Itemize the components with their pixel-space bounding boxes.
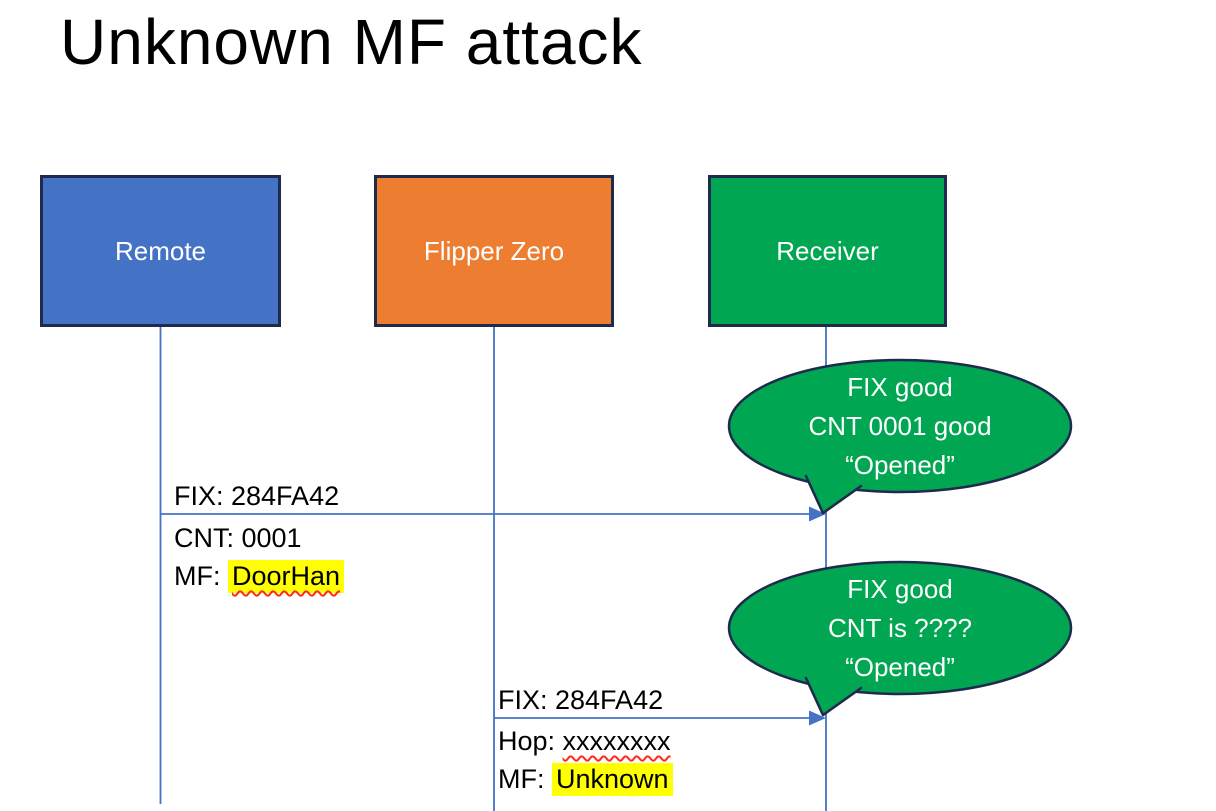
message-1-mf-value-highlighted: DoorHan (228, 560, 345, 593)
actor-label-remote: Remote (114, 235, 207, 266)
message-2-hop-prefix: Hop: (498, 726, 563, 756)
message-2-detail-labels: Hop: xxxxxxxx MF: Unknown (498, 722, 673, 798)
callout-2-text: FIX good CNT is ???? “Opened” (729, 570, 1071, 687)
actor-box-remote: Remote (40, 175, 281, 327)
message-1-detail-labels: CNT: 0001 MF: DoorHan (174, 519, 345, 595)
message-1-fix-label: FIX: 284FA42 (174, 481, 340, 511)
callout-1-line-2: CNT 0001 good (808, 411, 992, 441)
actor-box-receiver: Receiver (708, 175, 947, 327)
message-2-mf-prefix: MF: (498, 764, 552, 794)
message-2-hop-value: xxxxxxxx (562, 726, 671, 756)
actor-label-receiver: Receiver (776, 235, 879, 266)
message-arrow-2-arrowhead-icon (809, 710, 826, 726)
page-title: Unknown MF attack (60, 6, 643, 78)
actor-box-flipper-zero: Flipper Zero (374, 175, 614, 327)
message-2-mf-label: MF: Unknown (498, 760, 673, 798)
callout-2-line-3: “Opened” (845, 652, 955, 682)
message-1-mf-prefix: MF: (174, 561, 228, 591)
callout-2-line-2: CNT is ???? (827, 613, 973, 643)
callout-1-line-1: FIX good (847, 372, 953, 402)
message-2-fix-label: FIX: 284FA42 (498, 685, 664, 715)
message-2-hop-label: Hop: xxxxxxxx (498, 722, 673, 760)
callout-2-line-1: FIX good (847, 574, 953, 604)
message-1-mf-label: MF: DoorHan (174, 557, 345, 595)
message-1-cnt-label: CNT: 0001 (174, 523, 302, 553)
message-arrow-1-arrowhead-icon (809, 506, 826, 522)
actor-label-flipper-zero: Flipper Zero (423, 235, 565, 266)
callout-1-text: FIX good CNT 0001 good “Opened” (729, 368, 1071, 485)
message-2-mf-value-highlighted: Unknown (552, 763, 673, 796)
callout-1-line-3: “Opened” (845, 450, 955, 480)
